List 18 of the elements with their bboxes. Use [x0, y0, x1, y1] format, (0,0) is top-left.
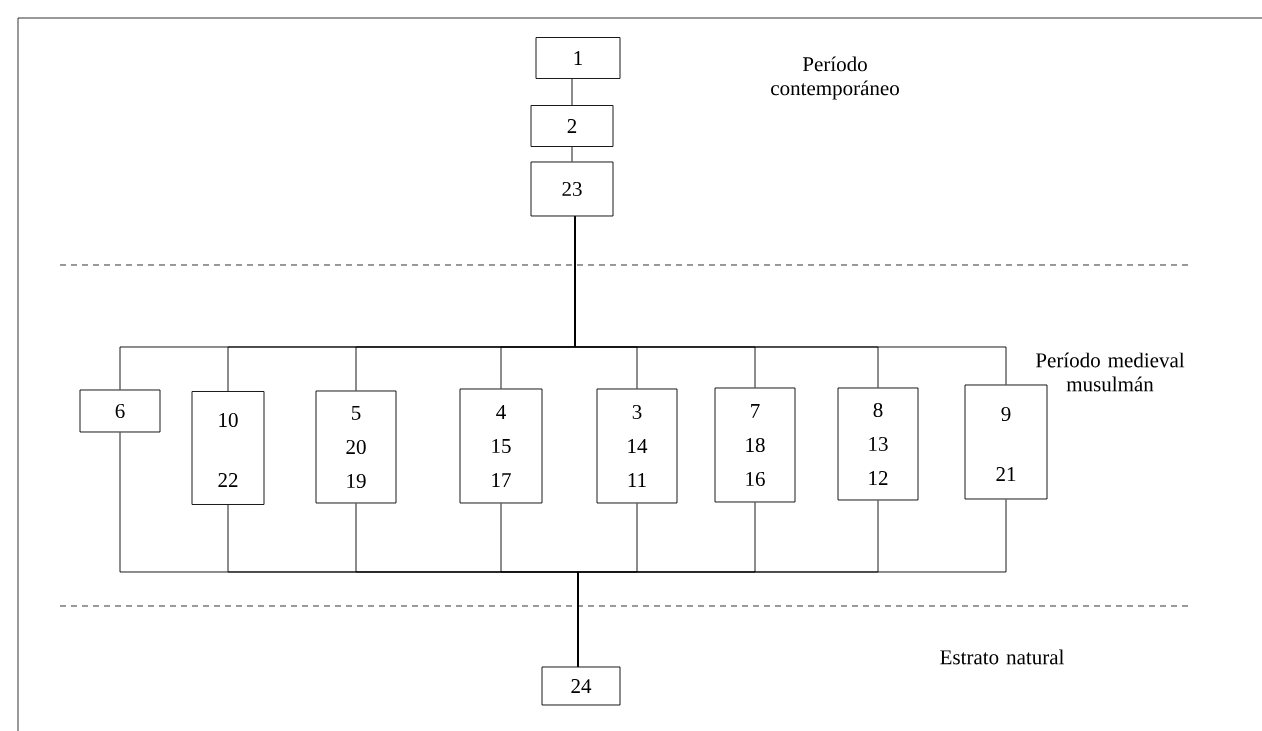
period-label: Período contemporáneo — [771, 56, 899, 100]
connector-line — [571, 146, 573, 162]
unit-box: 9 21 — [964, 384, 1048, 500]
unit-box: 7 18 16 — [714, 387, 796, 503]
unit-box: 1 — [535, 37, 621, 79]
unit-box: 24 — [541, 666, 621, 706]
connector-line — [574, 216, 1007, 385]
unit-box: 8 13 12 — [837, 387, 919, 501]
unit-box: 6 — [79, 389, 161, 433]
unit-box: 23 — [530, 161, 614, 217]
period-label: Estrato natural — [940, 649, 1064, 665]
connector-line — [577, 499, 1007, 667]
unit-box: 5 20 19 — [315, 390, 397, 504]
unit-box: 3 14 11 — [596, 388, 678, 504]
unit-box: 10 22 — [191, 391, 265, 505]
connector-line — [571, 78, 573, 106]
unit-box: 2 — [530, 105, 614, 147]
unit-box: 4 15 17 — [459, 388, 543, 504]
